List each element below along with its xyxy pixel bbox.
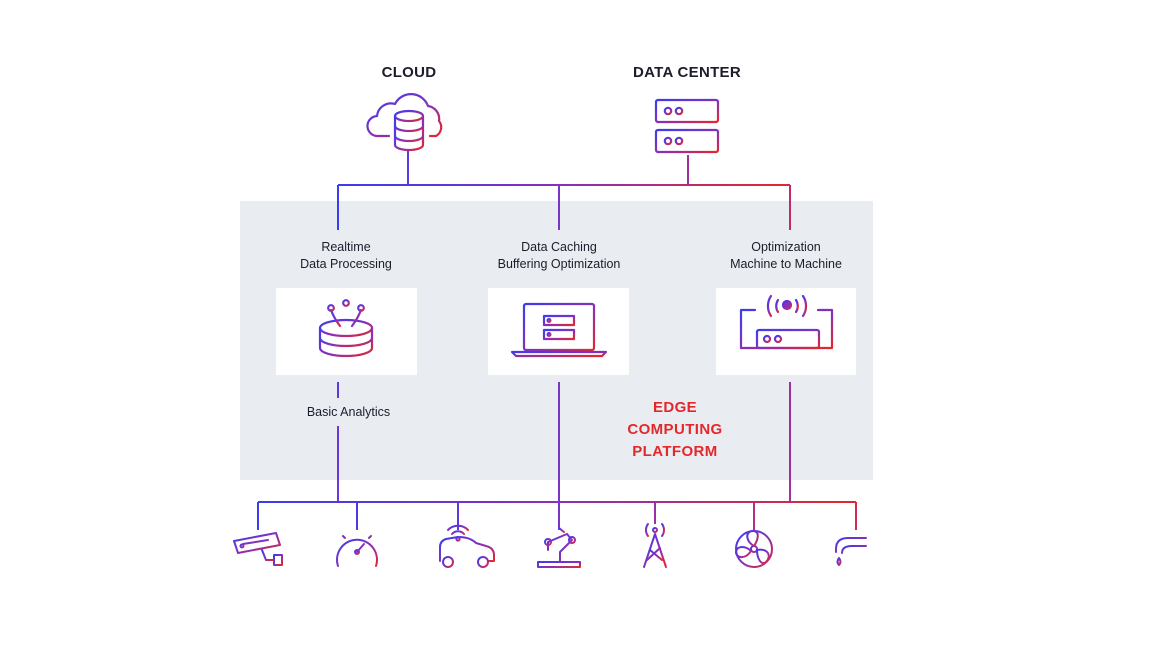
caching-title: Data Caching Buffering Optimization xyxy=(469,239,649,273)
edge-platform-line3: PLATFORM xyxy=(632,443,718,460)
fan-icon xyxy=(735,529,773,568)
faucet-icon xyxy=(835,529,867,566)
m2m-title-line1: Optimization xyxy=(751,240,821,254)
caching-title-line1: Data Caching xyxy=(521,240,597,254)
edge-platform-line1: EDGE xyxy=(652,399,698,416)
cell-tower-icon xyxy=(643,523,667,568)
router-icon xyxy=(739,294,834,350)
robot-arm-icon xyxy=(537,527,581,568)
connected-car-icon xyxy=(439,524,495,568)
lower-connectors xyxy=(337,382,791,502)
top-connector xyxy=(337,150,791,230)
cloud-database-icon xyxy=(366,93,443,152)
bottom-connector xyxy=(257,501,857,530)
realtime-card xyxy=(276,288,417,375)
caching-card xyxy=(488,288,629,375)
m2m-title-line2: Machine to Machine xyxy=(730,257,842,271)
realtime-title: Realtime Data Processing xyxy=(266,239,426,273)
security-camera-icon xyxy=(233,532,287,568)
realtime-title-line1: Realtime xyxy=(321,240,371,254)
basic-analytics-label: Basic Analytics xyxy=(306,405,391,419)
data-center-label: DATA CENTER xyxy=(632,64,741,81)
cloud-label: CLOUD xyxy=(381,64,437,81)
caching-title-line2: Buffering Optimization xyxy=(497,257,621,271)
m2m-title: Optimization Machine to Machine xyxy=(701,239,871,273)
edge-platform-label: EDGE COMPUTING PLATFORM xyxy=(600,397,750,463)
edge-platform-line2: COMPUTING xyxy=(627,421,723,438)
database-sparkle-icon xyxy=(318,299,374,358)
speedometer-icon xyxy=(336,528,378,567)
laptop-server-icon xyxy=(510,302,608,358)
server-rack-icon xyxy=(654,98,720,154)
realtime-title-line2: Data Processing xyxy=(300,257,392,271)
